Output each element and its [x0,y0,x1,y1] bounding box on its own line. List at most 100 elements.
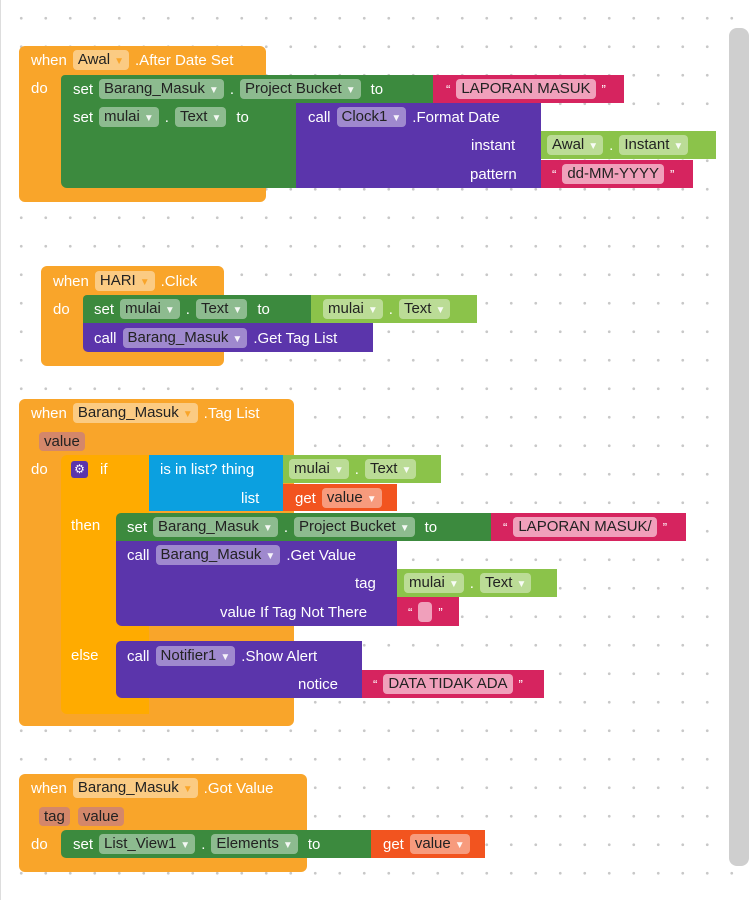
block-part: Notifier1 [160,647,217,664]
block-part: when Barang_Masuk▼ .Got Value [31,774,273,802]
set-block[interactable]: set mulai▼. Text▼ to [94,295,270,323]
text-value[interactable]: LAPORAN MASUK/ [513,517,657,537]
call-block[interactable]: call Notifier1▼ .Show Alert [127,642,317,670]
property-dropdown[interactable]: Text▼ [364,459,417,479]
quote-icon: “ [446,81,451,97]
block-part: mulai [104,108,140,125]
dropdown-arrow-icon: ▼ [516,579,527,590]
block-part: Awal [77,51,111,68]
block-part: .Click [160,272,198,290]
block-part: . [229,80,234,98]
call-block[interactable]: call Clock1▼ .Format Date [308,103,500,131]
block-part [541,131,716,159]
set-block[interactable]: set Barang_Masuk▼. Project Bucket▼ to [73,75,383,103]
text-block[interactable]: “LAPORAN MASUK/” [503,513,667,541]
vertical-scrollbar[interactable] [729,28,749,866]
property-getter-block[interactable]: mulai▼. Text▼ [289,455,417,483]
component-dropdown[interactable]: HARI▼ [94,271,155,291]
block-part: call [308,108,331,126]
component-dropdown[interactable]: Barang_Masuk▼ [72,778,198,798]
set-block[interactable]: set List_View1▼. Elements▼ to [73,830,320,858]
gear-icon[interactable]: ⚙ [71,460,88,478]
set-block[interactable]: set mulai▼. Text▼ to [73,103,249,131]
get-variable-block[interactable]: get value▼ [295,484,382,512]
set-block[interactable]: set Barang_Masuk▼. Project Bucket▼ to [127,513,437,541]
dropdown-arrow-icon: ▼ [220,652,231,663]
block-part [283,484,397,511]
quote-icon: ” [601,81,606,97]
component-dropdown[interactable]: Notifier1▼ [155,646,236,666]
block-part: . [609,136,614,154]
variable-dropdown[interactable]: value▼ [409,834,470,854]
block-part: Text [179,108,208,125]
block-part: HARI [99,272,136,289]
component-dropdown[interactable]: Barang_Masuk▼ [153,517,278,537]
text-value[interactable]: LAPORAN MASUK [456,79,596,99]
component-dropdown[interactable]: mulai▼ [120,299,180,319]
block-part: . [185,300,190,318]
block-part: .Got Value [203,779,274,797]
quote-icon: “ [373,676,378,692]
block-part: Project Bucket [299,518,396,535]
component-dropdown[interactable]: Awal▼ [72,50,130,70]
text-block[interactable]: “dd-MM-YYYY” [552,160,674,188]
block-part: do [53,300,70,318]
property-getter-block[interactable]: Awal▼. Instant▼ [547,131,689,159]
call-block[interactable]: call Barang_Masuk▼ .Get Value [127,541,356,569]
event-parameter[interactable]: value [77,806,124,826]
event-parameter[interactable]: tag [39,806,70,826]
dropdown-arrow-icon: ▼ [265,551,276,562]
component-dropdown[interactable]: mulai▼ [289,459,349,479]
component-dropdown[interactable]: Barang_Masuk▼ [122,328,248,348]
text-value[interactable]: DATA TIDAK ADA [383,674,513,694]
block-part: do [31,830,48,858]
property-dropdown[interactable]: Instant▼ [619,135,689,155]
property-dropdown[interactable]: Text▼ [195,299,248,319]
text-block[interactable]: “ DATA TIDAK ADA ” [373,670,523,698]
variable-dropdown[interactable]: value▼ [321,488,382,508]
dropdown-arrow-icon: ▼ [232,305,243,316]
dropdown-arrow-icon: ▼ [345,85,356,96]
property-dropdown[interactable]: Project Bucket▼ [240,79,361,99]
quote-icon: “ [552,166,557,182]
property-getter-block[interactable]: mulai▼. Text▼ [323,295,451,323]
text-value[interactable]: dd-MM-YYYY [562,164,665,184]
dropdown-arrow-icon: ▼ [333,465,344,476]
property-dropdown[interactable]: Elements▼ [211,834,298,854]
dropdown-arrow-icon: ▼ [401,465,412,476]
block-part: .Show Alert [241,647,318,665]
component-dropdown[interactable]: Awal▼ [547,135,604,155]
property-getter-block[interactable]: mulai▼. Text▼ [404,569,532,597]
get-variable-block[interactable]: get value▼ [383,830,470,858]
property-dropdown[interactable]: Text▼ [398,299,451,319]
block-part: . [469,574,474,592]
block-part: mulai [409,574,445,591]
block-part [116,641,362,698]
component-dropdown[interactable]: Barang_Masuk▼ [99,79,224,99]
component-dropdown[interactable]: mulai▼ [99,107,159,127]
dropdown-arrow-icon: ▼ [399,523,410,534]
component-dropdown[interactable]: Barang_Masuk▼ [155,545,281,565]
dropdown-arrow-icon: ▼ [366,494,377,505]
component-dropdown[interactable]: List_View1▼ [99,834,196,854]
text-block[interactable]: “” [408,598,443,626]
call-block[interactable]: call Barang_Masuk▼ .Get Tag List [94,324,337,352]
dropdown-arrow-icon: ▼ [435,305,446,316]
component-dropdown[interactable]: Barang_Masuk▼ [72,403,198,423]
property-dropdown[interactable]: Text▼ [479,573,532,593]
component-dropdown[interactable]: Clock1▼ [336,107,407,127]
property-dropdown[interactable]: Text▼ [174,107,227,127]
text-value[interactable] [418,602,433,622]
block-part: tag value [39,802,124,830]
quote-icon: ” [518,676,523,692]
component-dropdown[interactable]: mulai▼ [404,573,464,593]
is-in-list-block[interactable]: is in list? thing [160,460,255,478]
property-dropdown[interactable]: Project Bucket▼ [294,517,415,537]
text-block[interactable]: “ LAPORAN MASUK ” [446,75,606,103]
event-parameter[interactable]: value [39,431,85,451]
do-label: do [31,79,48,97]
block-part: pattern [470,160,517,188]
component-dropdown[interactable]: mulai▼ [323,299,383,319]
block-part [311,295,477,323]
